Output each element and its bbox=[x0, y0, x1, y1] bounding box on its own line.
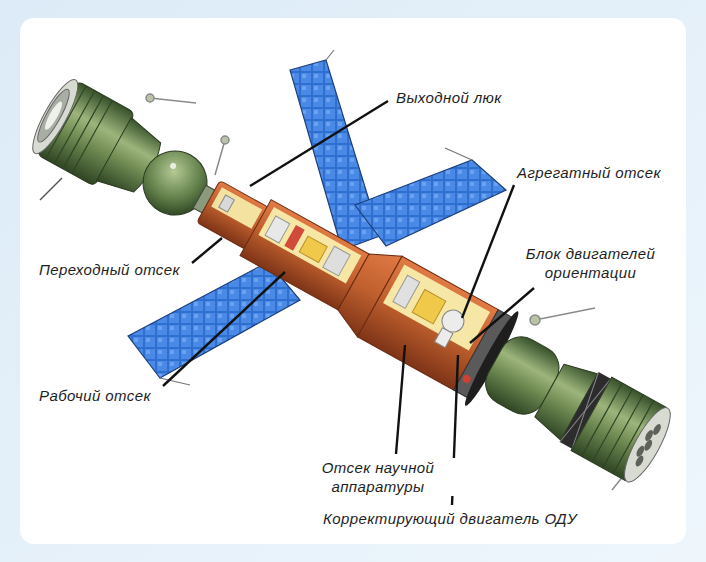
leader-lines-part bbox=[396, 345, 405, 454]
station-assembly-part bbox=[169, 162, 177, 170]
part-label: Выходной люк bbox=[393, 88, 505, 107]
station-assembly-part bbox=[617, 402, 679, 487]
part-label: Корректирующий двигатель ОДУ bbox=[320, 509, 580, 528]
leader-lines bbox=[163, 101, 534, 505]
station-assembly-part bbox=[211, 187, 262, 229]
antennas-part bbox=[215, 140, 225, 175]
antennas-part bbox=[530, 315, 540, 325]
station-assembly-part bbox=[25, 75, 85, 159]
part-label: Переходный отсек bbox=[36, 260, 183, 279]
leader-lines-part bbox=[250, 101, 388, 186]
leader-lines-part bbox=[192, 238, 222, 263]
antennas bbox=[40, 94, 628, 490]
station-assembly-part bbox=[299, 236, 327, 262]
station-assembly-part bbox=[393, 275, 420, 308]
station-assembly-part bbox=[383, 264, 490, 350]
leader-lines-part bbox=[470, 288, 534, 343]
station-assembly-part bbox=[435, 328, 453, 348]
antennas-part bbox=[146, 94, 154, 102]
part-label: Агрегатный отсек bbox=[514, 163, 664, 182]
station-assembly-part bbox=[323, 246, 350, 276]
antennas-part bbox=[535, 308, 595, 320]
background-frame-part bbox=[20, 18, 686, 544]
solar-panels-part bbox=[355, 160, 506, 246]
solar-panels bbox=[128, 50, 506, 385]
antennas-part bbox=[150, 98, 196, 103]
station-assembly-part bbox=[630, 421, 662, 468]
station-assembly-part-part bbox=[644, 429, 655, 442]
antennas-part bbox=[221, 136, 229, 144]
part-label: Рабочий отсек bbox=[36, 386, 154, 405]
solar-panels-part bbox=[445, 148, 472, 160]
station-assembly bbox=[19, 64, 684, 498]
station-assembly-part bbox=[219, 195, 235, 212]
station-assembly-part bbox=[33, 86, 74, 145]
part-label: Блок двигателей ориентации bbox=[505, 244, 676, 282]
station-assembly-part bbox=[412, 289, 446, 323]
solar-panels-part bbox=[128, 262, 300, 378]
station-assembly-part bbox=[258, 207, 361, 283]
station-assembly-part bbox=[265, 216, 290, 243]
solar-panels-part bbox=[326, 50, 334, 60]
part-label: Отсек научной аппаратуры bbox=[300, 458, 456, 496]
station-assembly-part bbox=[461, 374, 472, 385]
station-assembly-part-part bbox=[651, 423, 662, 436]
leader-lines-part bbox=[163, 272, 285, 386]
antennas-part bbox=[40, 178, 62, 200]
station-assembly-part-part bbox=[635, 445, 646, 458]
station-assembly-part bbox=[42, 100, 65, 132]
